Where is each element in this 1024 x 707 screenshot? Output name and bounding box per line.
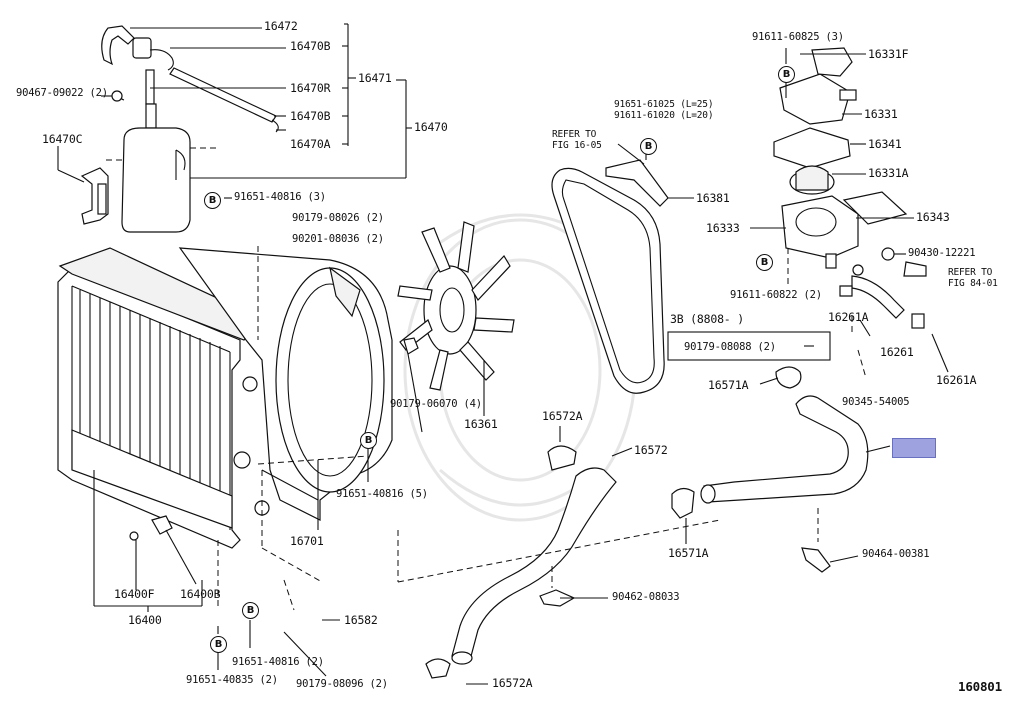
label-16471[interactable]: 16471 <box>358 71 392 85</box>
ref-mark-b-1: B <box>204 192 221 209</box>
label-90179-08026[interactable]: 90179-08026 (2) <box>292 212 384 224</box>
label-90179-08096[interactable]: 90179-08096 (2) <box>296 678 388 690</box>
label-91611-60822[interactable]: 91611-60822 (2) <box>730 289 822 301</box>
label-16470r[interactable]: 16470R <box>290 81 331 95</box>
label-16470b-top[interactable]: 16470B <box>290 39 331 53</box>
label-91651-40816-5[interactable]: 91651-40816 (5) <box>336 488 428 500</box>
label-16470[interactable]: 16470 <box>414 120 448 134</box>
label-91651-40816-3[interactable]: 91651-40816 (3) <box>234 191 326 203</box>
label-16343[interactable]: 16343 <box>916 210 950 224</box>
label-91651-40816-2[interactable]: 91651-40816 (2) <box>232 656 324 668</box>
label-91651-61025[interactable]: 91651-61025 (L=25) <box>614 99 714 110</box>
assembly-3b-box <box>667 331 831 361</box>
label-16331f[interactable]: 16331F <box>868 47 909 61</box>
label-refer-fig-16-05-line1[interactable]: REFER TO <box>552 129 597 140</box>
label-16470a[interactable]: 16470A <box>290 137 331 151</box>
label-refer-fig-84-01-line1[interactable]: REFER TO <box>948 267 993 278</box>
label-16470b[interactable]: 16470B <box>290 109 331 123</box>
label-3b-8808[interactable]: 3B (8808- ) <box>670 312 744 326</box>
label-16333[interactable]: 16333 <box>706 221 740 235</box>
page-code: 160801 <box>958 679 1002 694</box>
label-16571a-lower[interactable]: 16571A <box>668 546 709 560</box>
label-16400b[interactable]: 16400B <box>180 587 221 601</box>
upper-radiator-hose[interactable] <box>671 366 869 519</box>
water-outlet-assembly[interactable] <box>773 47 927 329</box>
label-90345-54005[interactable]: 90345-54005 <box>842 396 910 408</box>
leader-lines-lower <box>93 143 891 685</box>
radiator-assembly[interactable] <box>57 247 270 549</box>
label-16400f[interactable]: 16400F <box>114 587 155 601</box>
label-91611-60825[interactable]: 91611-60825 (3) <box>752 31 844 43</box>
label-16701[interactable]: 16701 <box>290 534 324 548</box>
label-16341[interactable]: 16341 <box>868 137 902 151</box>
label-16470c[interactable]: 16470C <box>42 132 83 146</box>
fan-shroud[interactable] <box>178 247 393 521</box>
label-90467-09022[interactable]: 90467-09022 (2) <box>16 87 108 99</box>
label-16261[interactable]: 16261 <box>880 345 914 359</box>
label-16572[interactable]: 16572 <box>634 443 668 457</box>
guide-lines <box>217 246 819 611</box>
label-90462-08033[interactable]: 90462-08033 <box>612 591 680 603</box>
label-91611-61020[interactable]: 91611-61020 (L=20) <box>614 110 714 121</box>
label-16572a-lower[interactable]: 16572A <box>492 676 533 690</box>
ref-mark-b-7: B <box>210 636 227 653</box>
label-16571a-upper[interactable]: 16571A <box>708 378 749 392</box>
label-91651-40835[interactable]: 91651-40835 (2) <box>186 674 278 686</box>
label-16331[interactable]: 16331 <box>864 107 898 121</box>
ref-mark-b-3: B <box>778 66 795 83</box>
label-16400[interactable]: 16400 <box>128 613 162 627</box>
ref-mark-b-2: B <box>640 138 657 155</box>
label-16572a-upper[interactable]: 16572A <box>542 409 583 423</box>
ref-mark-b-6: B <box>242 602 259 619</box>
selected-part-highlight[interactable] <box>892 438 936 458</box>
label-16361[interactable]: 16361 <box>464 417 498 431</box>
label-16381[interactable]: 16381 <box>696 191 730 205</box>
label-16261a-upper[interactable]: 16261A <box>828 310 869 324</box>
label-90201-08036[interactable]: 90201-08036 (2) <box>292 233 384 245</box>
label-90464-00381[interactable]: 90464-00381 <box>862 548 930 560</box>
cooling-fan[interactable] <box>397 221 515 416</box>
label-90179-08088[interactable]: 90179-08088 (2) <box>684 341 776 353</box>
label-refer-fig-84-01-line2[interactable]: FIG 84-01 <box>948 278 998 289</box>
label-16472[interactable]: 16472 <box>264 19 298 33</box>
drive-belt[interactable] <box>551 159 669 394</box>
ref-mark-b-4: B <box>756 254 773 271</box>
label-16261a-lower[interactable]: 16261A <box>936 373 977 387</box>
label-16331a[interactable]: 16331A <box>868 166 909 180</box>
label-16582[interactable]: 16582 <box>344 613 378 627</box>
label-refer-fig-16-05-line2[interactable]: FIG 16-05 <box>552 140 602 151</box>
reservoir-tank-assembly[interactable] <box>80 25 279 233</box>
leader-lines-reservoir <box>57 23 412 199</box>
lower-radiator-hose[interactable] <box>425 445 831 679</box>
ref-mark-b-5: B <box>360 432 377 449</box>
label-90179-06070[interactable]: 90179-06070 (4) <box>390 398 482 410</box>
label-90430-12221[interactable]: 90430-12221 <box>908 247 976 259</box>
